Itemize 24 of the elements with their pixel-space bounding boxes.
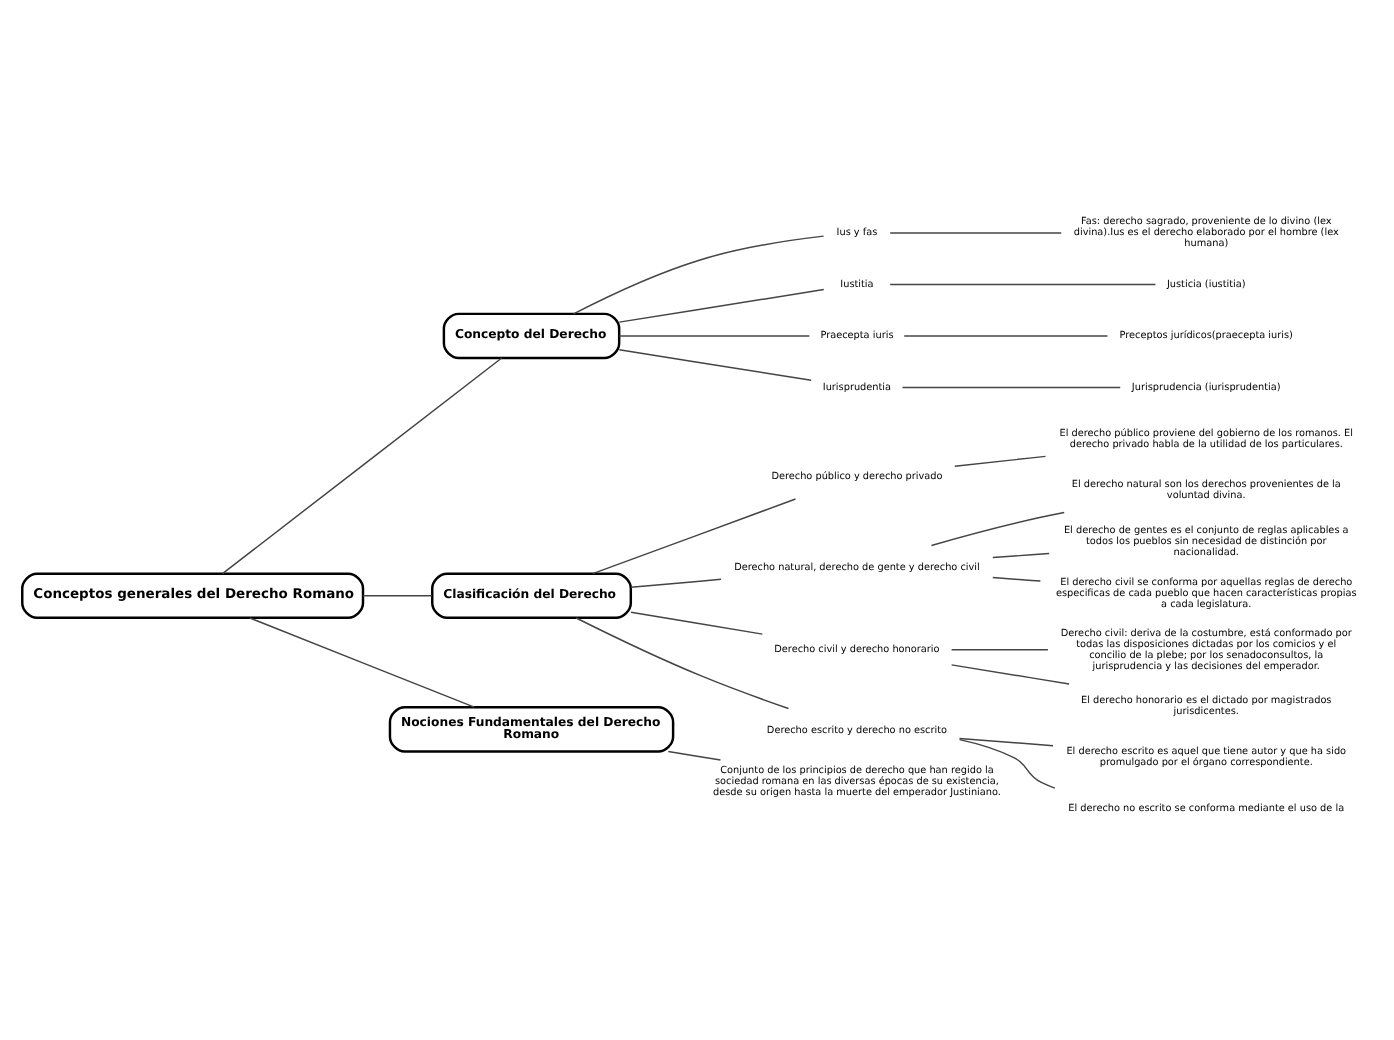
connector (950, 663, 1070, 684)
connector (362, 594, 433, 596)
connector (592, 497, 797, 574)
connector (889, 282, 1157, 285)
connector (249, 616, 475, 707)
connector (930, 510, 1065, 546)
connector (889, 231, 1062, 233)
connector (667, 749, 722, 760)
connector (221, 356, 503, 574)
connector (618, 334, 811, 336)
connector (950, 647, 1049, 650)
connector (901, 385, 1121, 388)
connector (618, 348, 812, 381)
connector (575, 616, 790, 709)
connector (630, 577, 722, 587)
connector (992, 551, 1050, 558)
connector (992, 575, 1042, 581)
connector (630, 610, 764, 634)
connector (958, 737, 1056, 788)
connector (572, 234, 825, 314)
connector (618, 287, 825, 322)
connector (958, 736, 1054, 746)
connector (903, 334, 1109, 336)
connector (954, 454, 1047, 467)
